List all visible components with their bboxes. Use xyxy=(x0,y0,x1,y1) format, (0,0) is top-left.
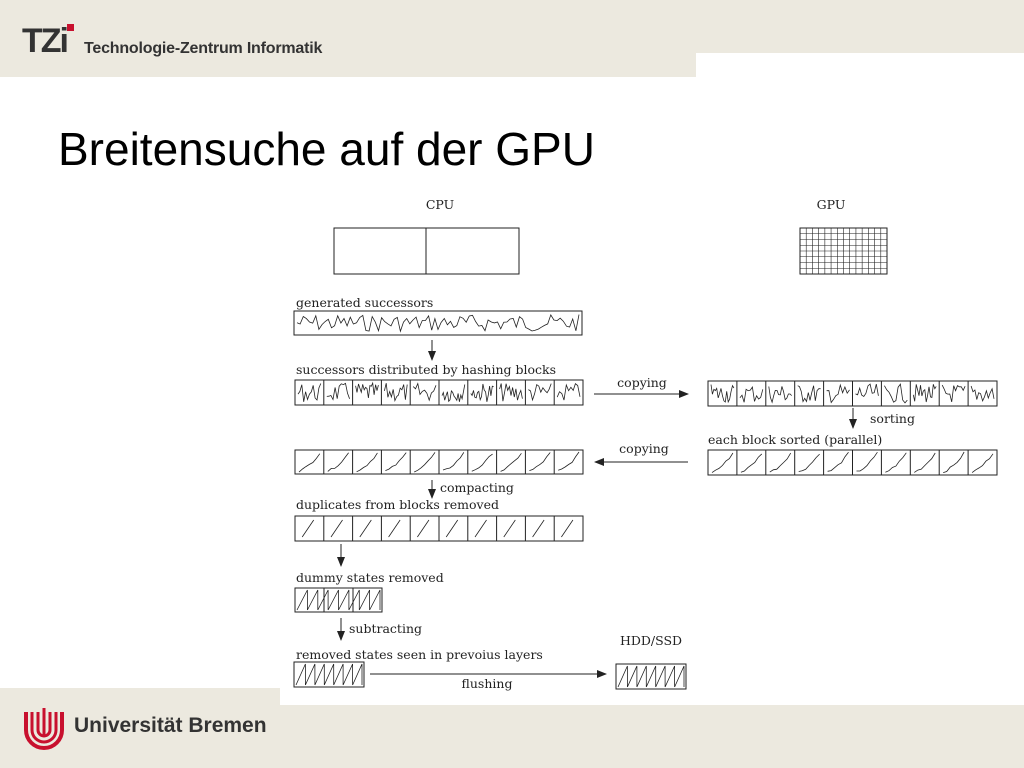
cpu-label: CPU xyxy=(426,197,454,212)
compact-stroke xyxy=(503,519,516,538)
compact-stroke xyxy=(301,519,315,538)
noise-trace xyxy=(912,384,937,403)
noise-trace xyxy=(296,313,580,333)
tzi-logo-text: TZi xyxy=(22,22,68,58)
bar-frame xyxy=(615,663,687,690)
distributed-successors-label: successors distributed by hashing blocks xyxy=(296,362,556,377)
bar-frame xyxy=(294,587,383,613)
sorted-curve xyxy=(798,453,820,472)
generated-successors-bar xyxy=(293,310,583,336)
sorted-curve xyxy=(885,452,907,473)
compact-stroke xyxy=(532,519,545,538)
sorted-curve xyxy=(356,452,378,473)
tzi-logo-red-square xyxy=(67,24,74,31)
compact-stroke xyxy=(445,519,459,538)
noise-trace xyxy=(499,383,523,402)
university-logo xyxy=(24,708,64,750)
tzi-logo: TZi xyxy=(22,22,74,58)
noise-trace xyxy=(470,383,494,402)
sorted-curve xyxy=(711,452,734,473)
copying-to-gpu-label: copying xyxy=(617,375,667,390)
bar-frame xyxy=(293,310,583,336)
sorted-curve xyxy=(298,453,321,473)
noise-trace xyxy=(556,383,581,401)
generated-successors-label: generated successors xyxy=(296,295,433,310)
noise-trace xyxy=(297,383,322,402)
hdd-ssd-label: HDD/SSD xyxy=(620,633,682,648)
sorted-curve xyxy=(558,451,580,471)
sorted-curve xyxy=(769,452,792,473)
noise-trace xyxy=(355,381,379,399)
noise-trace xyxy=(826,383,850,404)
noise-trace xyxy=(855,383,879,398)
sorted-curve xyxy=(471,453,493,472)
cpu-box xyxy=(333,227,520,275)
cpu-sorted-blocks-bar xyxy=(294,449,584,475)
noise-trace xyxy=(710,384,735,404)
sorted-blocks-label: each block sorted (parallel) xyxy=(708,432,882,447)
sorting-label: sorting xyxy=(870,411,915,426)
sorted-curve xyxy=(414,452,436,473)
sorted-curve xyxy=(529,452,551,471)
sorted-curve xyxy=(827,452,849,472)
noise-trace xyxy=(528,383,552,402)
header-band xyxy=(0,0,1024,53)
noise-trace xyxy=(384,383,408,403)
sorted-curve xyxy=(914,452,936,473)
noise-trace xyxy=(441,384,466,403)
removed-states-label: removed states seen in prevoius layers xyxy=(296,647,543,662)
compact-stroke xyxy=(388,519,401,538)
gpu-unsorted-blocks-bar xyxy=(707,380,998,407)
university-name: Universität Bremen xyxy=(74,714,267,737)
copying-back-label: copying xyxy=(619,441,669,456)
sorted-curve xyxy=(943,451,965,473)
duplicates-removed-bar xyxy=(294,515,584,542)
compact-stroke xyxy=(330,519,343,538)
hdd-ssd-bar xyxy=(615,663,687,690)
sawtooth-trace xyxy=(617,665,685,688)
sorted-curve xyxy=(385,452,407,471)
distributed-blocks-bar xyxy=(294,379,584,406)
gpu-grid xyxy=(799,227,888,275)
compact-stroke xyxy=(474,519,487,538)
bar-frame xyxy=(293,661,365,688)
gpu-sorted-blocks-bar xyxy=(707,449,998,476)
flushing-label: flushing xyxy=(462,676,513,691)
sorted-curve xyxy=(327,452,349,472)
sorted-curve xyxy=(856,451,878,472)
sorted-curve xyxy=(740,453,763,473)
sawtooth-trace xyxy=(295,663,363,686)
removed-states-bar xyxy=(293,661,365,688)
compact-stroke xyxy=(561,519,574,538)
noise-trace xyxy=(768,386,792,404)
dummy-states-label: dummy states removed xyxy=(296,570,444,585)
compact-stroke xyxy=(417,519,430,538)
header-band-extension xyxy=(0,53,696,77)
compact-stroke xyxy=(359,519,372,538)
institute-name: Technologie-Zentrum Informatik xyxy=(84,40,323,57)
noise-trace xyxy=(941,384,966,402)
sorted-curve xyxy=(500,453,522,472)
slide-title: Breitensuche auf der GPU xyxy=(58,123,595,175)
noise-trace xyxy=(797,385,821,403)
sawtooth-trace xyxy=(296,589,381,611)
sorted-curve xyxy=(442,452,465,471)
noise-trace xyxy=(412,382,437,402)
compacting-label: compacting xyxy=(440,480,514,495)
noise-trace xyxy=(739,386,764,403)
sorted-curve xyxy=(971,453,994,473)
duplicates-removed-label: duplicates from blocks removed xyxy=(296,497,499,512)
noise-trace xyxy=(884,383,908,404)
subtracting-label: subtracting xyxy=(349,621,422,636)
noise-trace xyxy=(326,382,350,401)
dummy-removed-bar xyxy=(294,587,383,613)
gpu-label: GPU xyxy=(817,197,846,212)
noise-trace xyxy=(970,385,995,403)
